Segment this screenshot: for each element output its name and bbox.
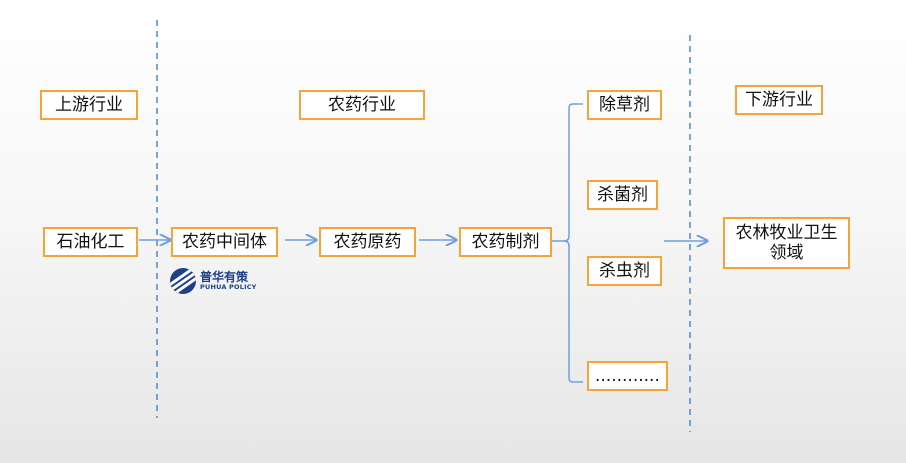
puhua-policy-logo: 普华有策 PUHUA POLICY bbox=[170, 268, 260, 296]
upstream-header: 上游行业 bbox=[40, 90, 138, 120]
agri-sector-node: 农林牧业卫生 领域 bbox=[723, 217, 850, 269]
fungicide-node: 杀菌剂 bbox=[587, 180, 658, 210]
herbicide-node: 除草剂 bbox=[587, 90, 662, 120]
puhua-logo-icon bbox=[170, 268, 196, 294]
agri-sector-line2: 领域 bbox=[769, 243, 804, 263]
pesticide-industry-header: 农药行业 bbox=[299, 90, 425, 120]
downstream-header: 下游行业 bbox=[735, 85, 823, 115]
agri-sector-line1: 农林牧业卫生 bbox=[735, 222, 838, 243]
formulation-node: 农药制剂 bbox=[459, 227, 552, 257]
logo-name-cn: 普华有策 bbox=[200, 270, 249, 284]
formulation-bracket bbox=[552, 103, 583, 383]
insecticide-node: 杀虫剂 bbox=[587, 256, 662, 286]
intermediate-node: 农药中间体 bbox=[171, 227, 278, 257]
technical-node: 农药原药 bbox=[319, 227, 416, 257]
ellipsis-node: ............ bbox=[587, 361, 668, 391]
logo-name-en: PUHUA POLICY bbox=[200, 283, 257, 291]
petrochemical-node: 石油化工 bbox=[43, 227, 138, 257]
